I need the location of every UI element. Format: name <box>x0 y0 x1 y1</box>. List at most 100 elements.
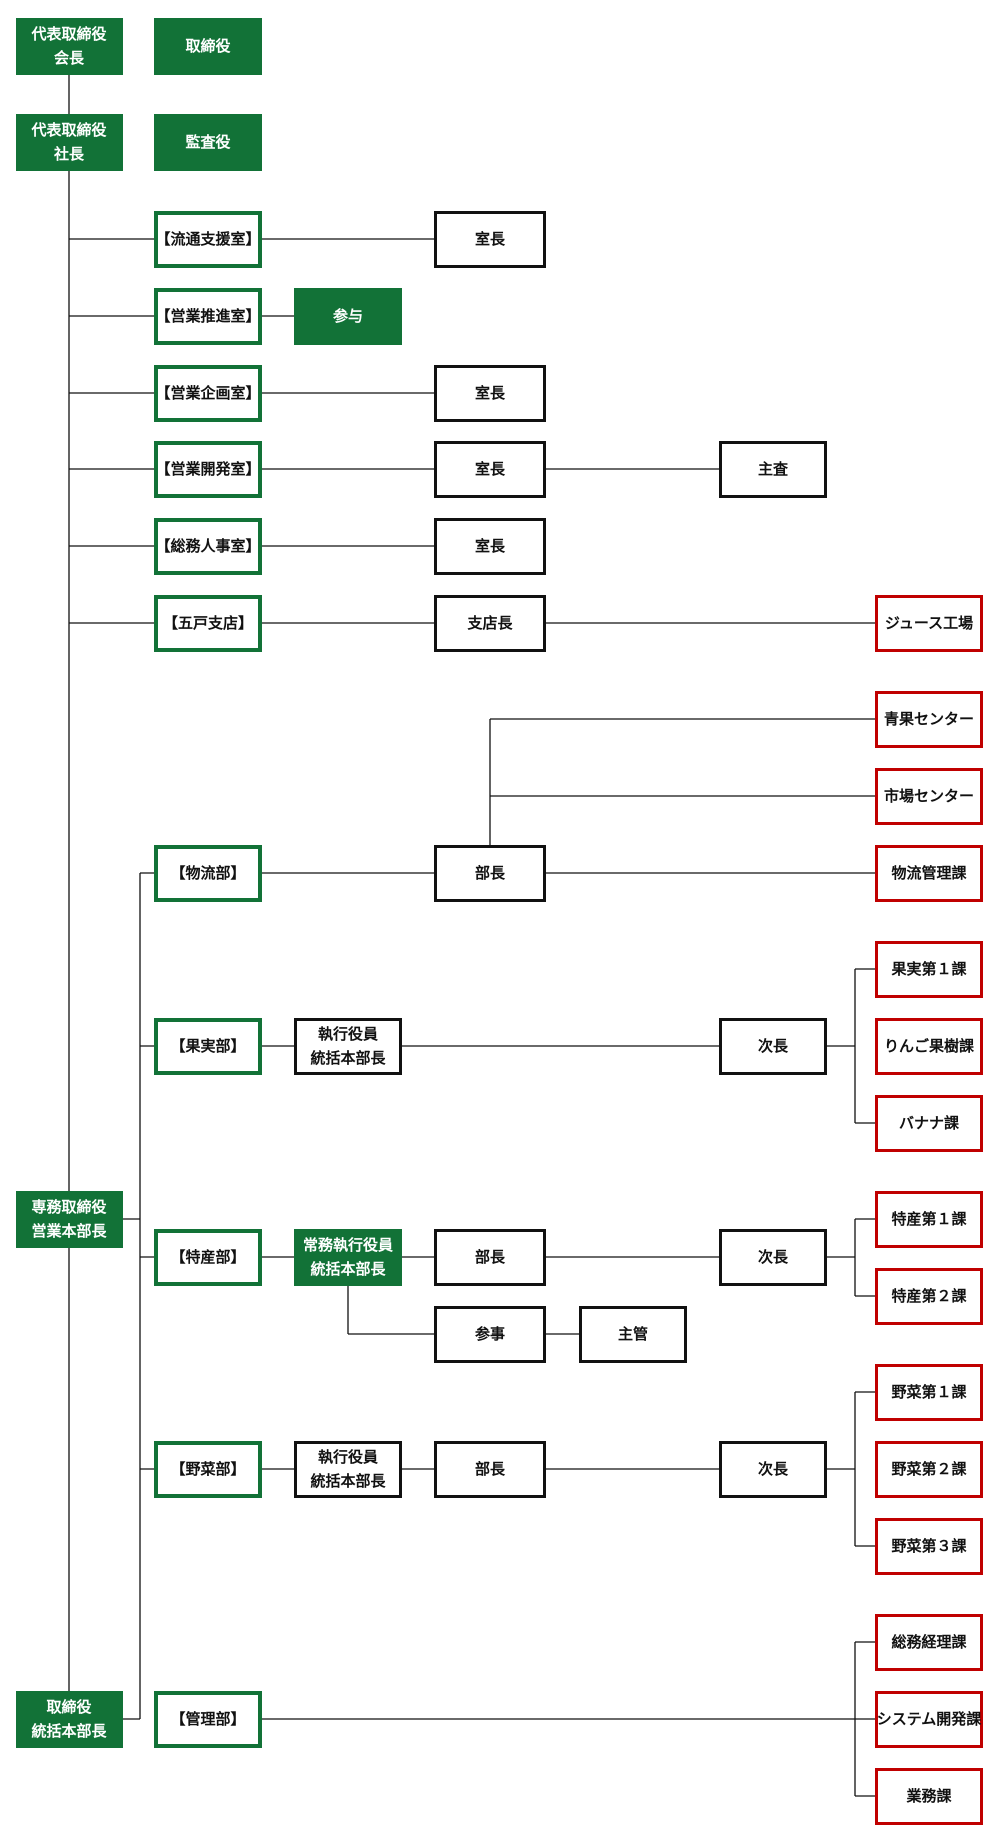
node-yasai: 【野菜部】 <box>154 1440 262 1498</box>
node-kikaku-head: 室長 <box>434 364 546 422</box>
node-sanyo: 参与 <box>294 287 402 345</box>
node-label: 【営業開発室】 <box>155 460 261 478</box>
node-butsuryu-head: 部長 <box>434 844 546 902</box>
node-kaihatsu-shusa: 主査 <box>719 440 827 498</box>
node-somu-jinji: 【総務人事室】 <box>154 517 262 575</box>
node-system: システム開発課 <box>875 1690 983 1748</box>
node-yasai-2: 野菜第２課 <box>875 1440 983 1498</box>
node-label: システム開発課 <box>876 1710 982 1728</box>
node-torishimari-tokatsu: 取締役統括本部長 <box>15 1690 123 1748</box>
node-label: 監査役 <box>185 133 231 151</box>
node-label: 主査 <box>757 460 788 478</box>
node-kajitsu-1: 果実第１課 <box>875 940 983 998</box>
node-label: 【管理部】 <box>170 1710 246 1728</box>
node-label: 【野菜部】 <box>170 1460 246 1478</box>
node-ryutsu-head: 室長 <box>434 210 546 268</box>
node-label: 特産第１課 <box>891 1210 967 1228</box>
node-label: 営業本部長 <box>31 1222 107 1240</box>
node-butsuryu: 【物流部】 <box>154 844 262 902</box>
node-ringo: りんご果樹課 <box>875 1017 983 1075</box>
node-gonohe-head: 支店長 <box>434 594 546 652</box>
node-gyomu: 業務課 <box>875 1767 983 1825</box>
node-tokusan-bucho: 部長 <box>434 1228 546 1286</box>
node-somu-head: 室長 <box>434 517 546 575</box>
node-label: 取締役 <box>185 37 231 55</box>
node-somu-keiri: 総務経理課 <box>875 1613 983 1671</box>
node-label: 【営業企画室】 <box>155 384 261 402</box>
node-butsuryu-kanri: 物流管理課 <box>875 844 983 902</box>
node-gonohe: 【五戸支店】 <box>154 594 262 652</box>
node-label: 【五戸支店】 <box>162 614 253 632</box>
node-tokusan-exec: 常務執行役員統括本部長 <box>294 1228 402 1286</box>
node-label: 会長 <box>53 49 84 67</box>
node-label: 室長 <box>474 230 505 248</box>
node-label: 野菜第３課 <box>891 1537 967 1555</box>
node-label: 【物流部】 <box>170 864 246 882</box>
node-label: 果実第１課 <box>891 960 967 978</box>
node-ichiba: 市場センター <box>875 767 983 825</box>
node-director: 取締役 <box>154 17 262 75</box>
node-label: 【総務人事室】 <box>155 537 261 555</box>
node-yasai-jicho: 次長 <box>719 1440 827 1498</box>
node-label: 参与 <box>332 307 363 325</box>
node-label: 常務執行役員 <box>302 1236 393 1254</box>
node-label: 次長 <box>757 1460 788 1478</box>
node-yasai-3: 野菜第３課 <box>875 1517 983 1575</box>
node-label: 執行役員 <box>317 1025 378 1043</box>
node-label: 野菜第２課 <box>891 1460 967 1478</box>
node-label: 室長 <box>474 460 505 478</box>
node-banana: バナナ課 <box>875 1094 983 1152</box>
node-kanri: 【管理部】 <box>154 1690 262 1748</box>
node-label: 青果センター <box>883 710 974 728</box>
node-eigyo-kikaku: 【営業企画室】 <box>154 364 262 422</box>
node-label: 取締役 <box>46 1698 92 1716</box>
node-label: 【流通支援室】 <box>155 230 261 248</box>
node-tokusan-jicho: 次長 <box>719 1228 827 1286</box>
node-label: 代表取締役 <box>31 25 107 43</box>
node-ryutsu: 【流通支援室】 <box>154 210 262 268</box>
node-yasai-exec: 執行役員統括本部長 <box>294 1440 402 1498</box>
node-label: 部長 <box>474 1460 505 1478</box>
node-tokusan-2: 特産第２課 <box>875 1267 983 1325</box>
node-label: 統括本部長 <box>310 1049 386 1067</box>
node-label: 【特産部】 <box>170 1248 246 1266</box>
node-label: 部長 <box>474 864 505 882</box>
node-kajitsu-exec: 執行役員統括本部長 <box>294 1017 402 1075</box>
node-label: 【営業推進室】 <box>155 307 261 325</box>
node-label: バナナ課 <box>898 1114 959 1132</box>
node-label: 代表取締役 <box>31 121 107 139</box>
node-label: 物流管理課 <box>891 864 967 882</box>
node-label: 次長 <box>757 1037 788 1055</box>
node-label: 統括本部長 <box>310 1260 386 1278</box>
node-label: 【果実部】 <box>170 1037 246 1055</box>
node-kajitsu: 【果実部】 <box>154 1017 262 1075</box>
node-label: 野菜第１課 <box>891 1383 967 1401</box>
node-tokusan-1: 特産第１課 <box>875 1190 983 1248</box>
node-label: 執行役員 <box>317 1448 378 1466</box>
node-yasai-1: 野菜第１課 <box>875 1363 983 1421</box>
node-senmu: 専務取締役営業本部長 <box>15 1190 123 1248</box>
node-label: 次長 <box>757 1248 788 1266</box>
node-label: 支店長 <box>467 614 513 632</box>
node-label: りんご果樹課 <box>883 1037 974 1055</box>
node-label: 室長 <box>474 537 505 555</box>
node-label: 統括本部長 <box>31 1722 107 1740</box>
node-shukan: 主管 <box>579 1305 687 1363</box>
node-label: 部長 <box>474 1248 505 1266</box>
node-label: 特産第２課 <box>891 1287 967 1305</box>
node-label: 市場センター <box>883 787 974 805</box>
node-yasai-bucho: 部長 <box>434 1440 546 1498</box>
node-label: 業務課 <box>906 1787 952 1805</box>
node-label: 室長 <box>474 384 505 402</box>
node-kaihatsu-head: 室長 <box>434 440 546 498</box>
node-label: 総務経理課 <box>891 1633 967 1651</box>
node-eigyo-kaihatsu: 【営業開発室】 <box>154 440 262 498</box>
node-label: 参事 <box>474 1325 505 1343</box>
node-label: 専務取締役 <box>31 1198 107 1216</box>
node-tokusan: 【特産部】 <box>154 1228 262 1286</box>
node-kajitsu-jicho: 次長 <box>719 1017 827 1075</box>
node-seika: 青果センター <box>875 690 983 748</box>
node-label: 統括本部長 <box>310 1472 386 1490</box>
